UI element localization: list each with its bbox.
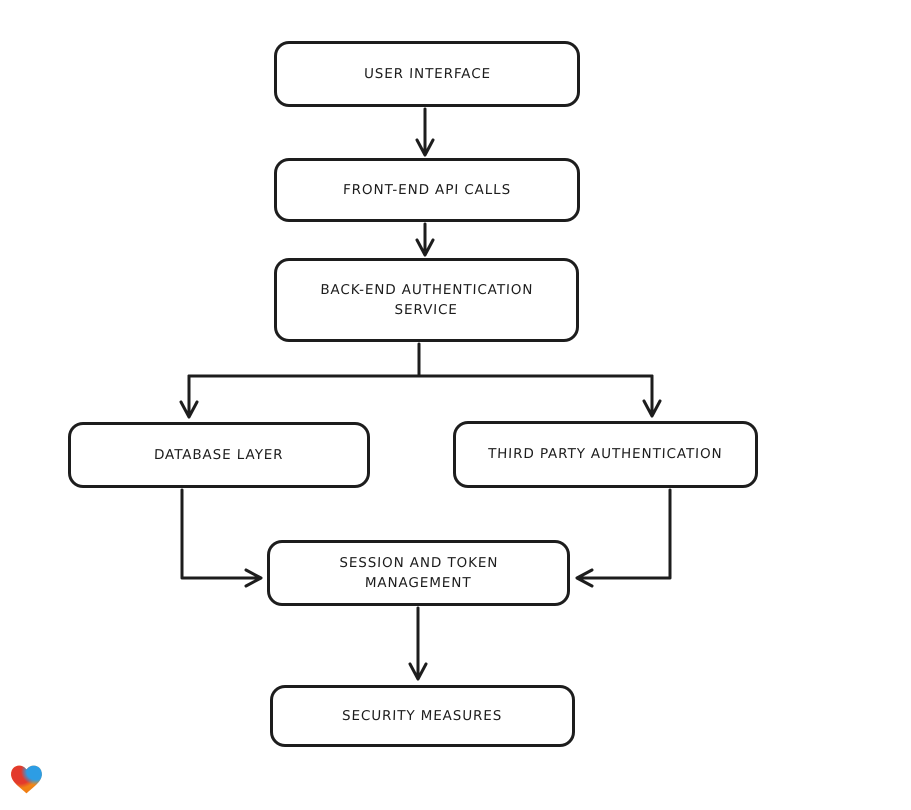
node-session-and-token-management: SESSION AND TOKEN MANAGEMENT [267, 540, 570, 606]
gradient-heart-logo[interactable] [8, 761, 45, 798]
edge-database-layer-to-session-and-token-management [180, 488, 263, 588]
node-third-party-authentication-label: THIRD PARTY AUTHENTICATION [487, 446, 724, 463]
edge-third-party-authentication-to-session-and-token-management [575, 488, 672, 588]
node-back-end-authentication-service-label: BACK-END AUTHENTICATION SERVICE [320, 281, 534, 318]
edge-front-end-api-calls-to-back-end-authentication-service [415, 222, 435, 257]
node-database-layer-label: DATABASE LAYER [153, 446, 285, 463]
node-front-end-api-calls-label: FRONT-END API CALLS [342, 181, 512, 198]
node-user-interface: USER INTERFACE [274, 41, 580, 107]
edge-back-end-branch [179, 342, 662, 419]
edge-user-interface-to-front-end-api-calls [415, 107, 435, 157]
node-user-interface-label: USER INTERFACE [363, 65, 491, 82]
node-front-end-api-calls: FRONT-END API CALLS [274, 158, 580, 222]
node-third-party-authentication: THIRD PARTY AUTHENTICATION [453, 421, 758, 488]
node-session-and-token-management-label: SESSION AND TOKEN MANAGEMENT [339, 554, 499, 591]
node-back-end-authentication-service: BACK-END AUTHENTICATION SERVICE [274, 258, 579, 342]
node-security-measures-label: SECURITY MEASURES [342, 707, 503, 724]
node-security-measures: SECURITY MEASURES [270, 685, 575, 747]
edge-session-and-token-management-to-security-measures [408, 606, 428, 681]
node-database-layer: DATABASE LAYER [68, 422, 370, 488]
